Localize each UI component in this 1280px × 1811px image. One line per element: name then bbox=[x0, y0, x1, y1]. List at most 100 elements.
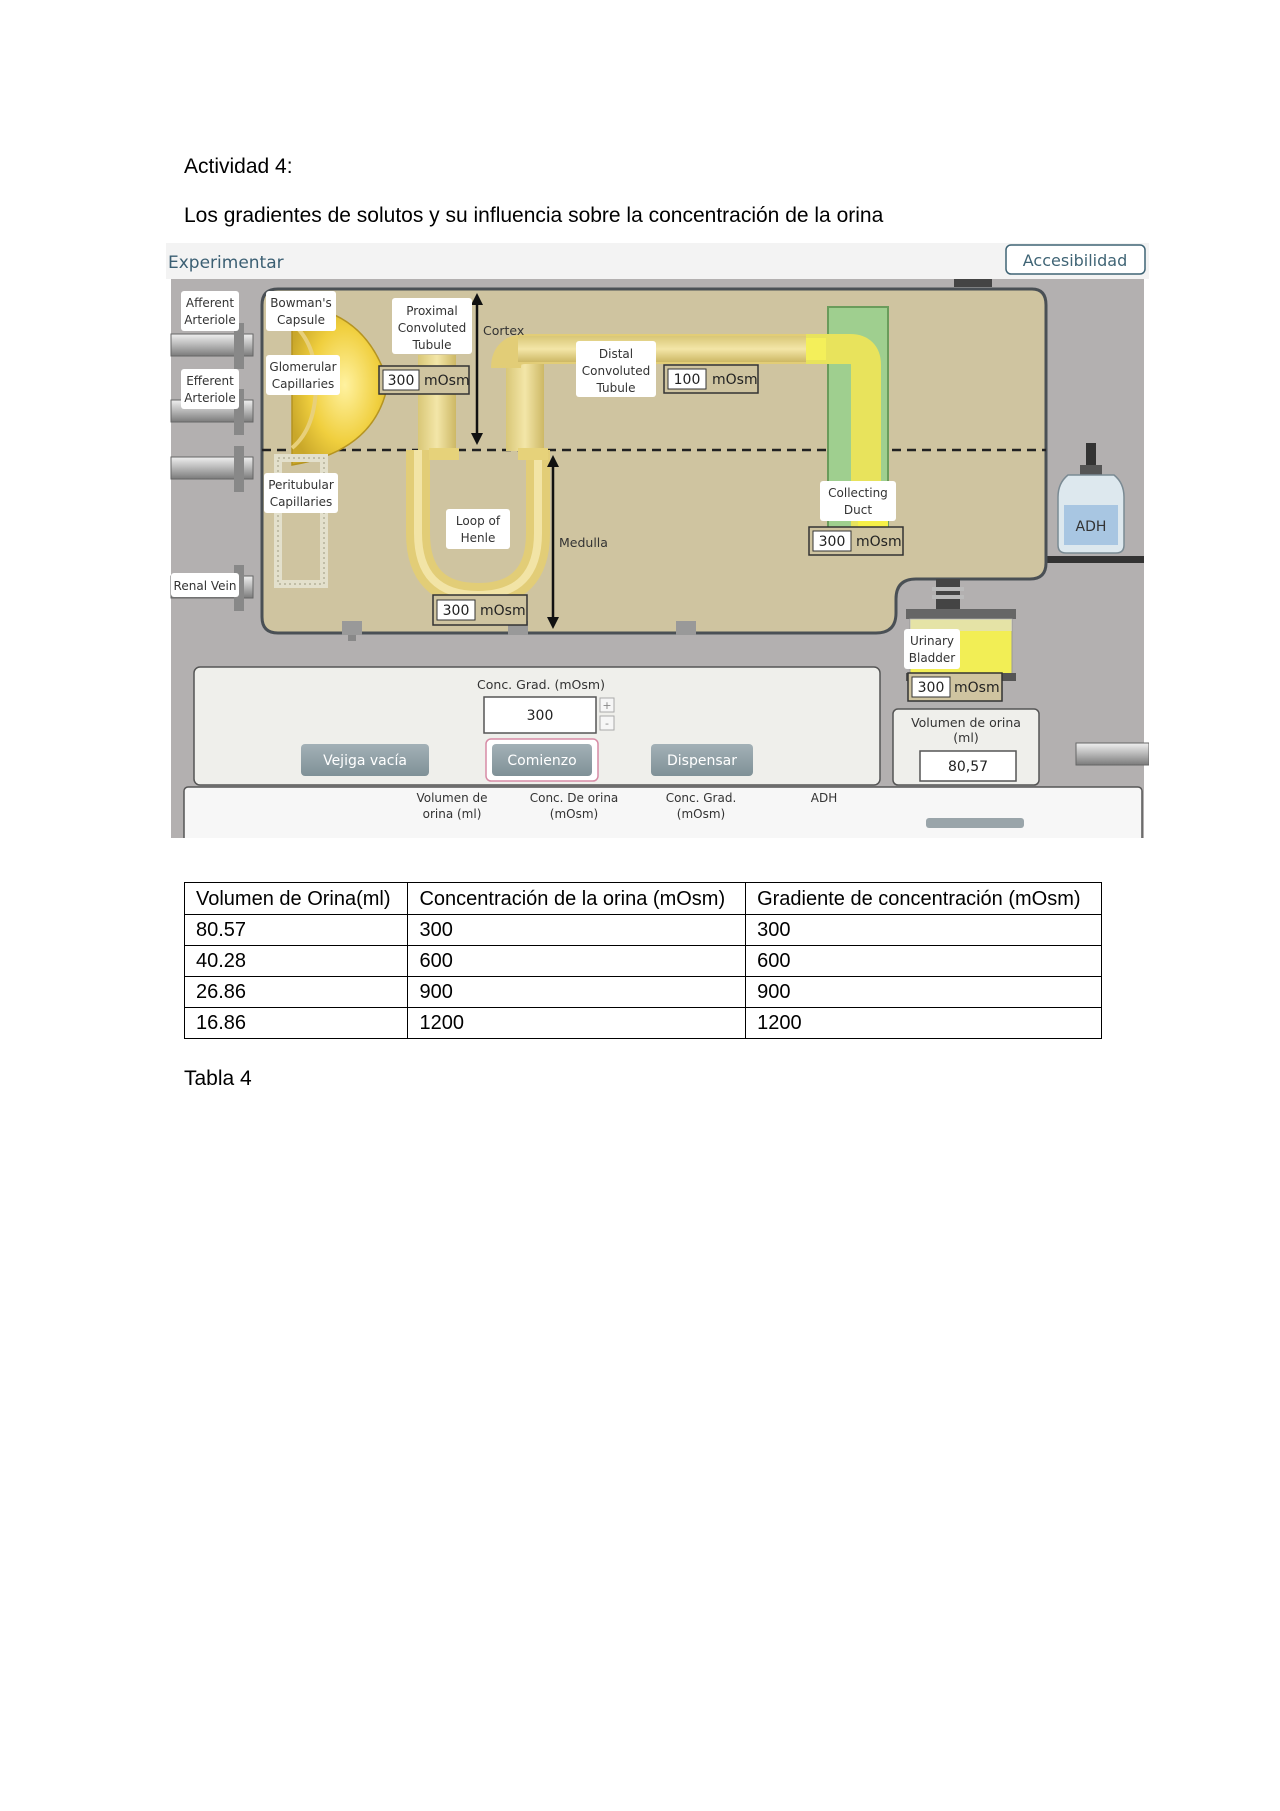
table-cell: 80.57 bbox=[183, 914, 409, 946]
svg-text:Urinary: Urinary bbox=[910, 634, 954, 648]
dispense-button[interactable]: Dispensar bbox=[651, 744, 753, 776]
results-data-table: Volumen de Orina(ml) Concentración de la… bbox=[183, 882, 1102, 1039]
efferent-arteriole-label: Efferent Arteriole bbox=[181, 369, 239, 409]
start-button[interactable]: Comienzo bbox=[485, 738, 599, 782]
svg-text:Capillaries: Capillaries bbox=[272, 377, 335, 391]
bladder-readout: 300 mOsm bbox=[907, 672, 1003, 702]
urinary-bladder-label: Urinary Bladder bbox=[904, 629, 960, 669]
activity-subtitle: Los gradientes de solutos y su influenci… bbox=[184, 204, 884, 227]
results-table bbox=[183, 786, 1143, 838]
svg-text:Renal Vein: Renal Vein bbox=[174, 579, 237, 593]
bowmans-capsule-label: Bowman's Capsule bbox=[266, 291, 336, 331]
svg-text:Vejiga vacía: Vejiga vacía bbox=[323, 753, 407, 769]
accessibility-button-label: Accesibilidad bbox=[1023, 251, 1128, 270]
activity-heading: Actividad 4: bbox=[184, 155, 293, 178]
table-header-row: Volumen de Orina(ml) Concentración de la… bbox=[183, 882, 1102, 915]
svg-text:Capillaries: Capillaries bbox=[270, 495, 333, 509]
table-cell: 40.28 bbox=[183, 945, 409, 977]
svg-text:100: 100 bbox=[674, 372, 701, 388]
table-cell: 900 bbox=[407, 976, 747, 1008]
table-header-cell: Concentración de la orina (mOsm) bbox=[407, 882, 747, 915]
svg-text:Tubule: Tubule bbox=[595, 381, 635, 395]
table-cell: 300 bbox=[745, 914, 1102, 946]
svg-text:300: 300 bbox=[443, 603, 470, 619]
svg-text:Comienzo: Comienzo bbox=[507, 753, 576, 769]
table-header-cell: Volumen de Orina(ml) bbox=[183, 882, 409, 915]
svg-text:Conc. Grad.: Conc. Grad. bbox=[666, 791, 737, 805]
svg-text:Convoluted: Convoluted bbox=[582, 364, 650, 378]
table-cell: 600 bbox=[407, 945, 747, 977]
svg-text:Tubule: Tubule bbox=[411, 338, 451, 352]
svg-text:mOsm: mOsm bbox=[424, 373, 470, 389]
svg-text:Henle: Henle bbox=[461, 531, 496, 545]
svg-text:-: - bbox=[605, 717, 609, 730]
table-row: 26.86 900 900 bbox=[183, 976, 1102, 1008]
svg-text:Distal: Distal bbox=[599, 347, 633, 361]
table-cell: 26.86 bbox=[183, 976, 409, 1008]
svg-text:Convoluted: Convoluted bbox=[398, 321, 466, 335]
svg-text:(ml): (ml) bbox=[953, 730, 978, 745]
conc-grad-increment[interactable]: + bbox=[599, 697, 615, 713]
svg-text:+: + bbox=[602, 699, 611, 712]
svg-text:Collecting: Collecting bbox=[828, 486, 888, 500]
adh-bottle[interactable]: ADH bbox=[1057, 443, 1125, 554]
loop-of-henle-label: Loop of Henle bbox=[446, 509, 510, 549]
svg-text:mOsm: mOsm bbox=[856, 534, 902, 550]
distal-tubule-label: Distal Convoluted Tubule bbox=[576, 341, 656, 397]
table-row: 80.57 300 300 bbox=[183, 914, 1102, 946]
table-caption: Tabla 4 bbox=[184, 1067, 252, 1090]
svg-text:Proximal: Proximal bbox=[406, 304, 457, 318]
simulation-screenshot: Experimentar Accesibilidad bbox=[166, 243, 1149, 838]
adh-bottle-label: ADH bbox=[1076, 519, 1107, 535]
svg-text:300: 300 bbox=[527, 708, 554, 724]
svg-text:Peritubular: Peritubular bbox=[268, 478, 334, 492]
table-cell: 1200 bbox=[745, 1007, 1102, 1039]
svg-text:Volumen de orina: Volumen de orina bbox=[911, 715, 1021, 730]
proximal-readout: 300 mOsm bbox=[378, 365, 470, 395]
table-cell: 600 bbox=[745, 945, 1102, 977]
conc-grad-decrement[interactable]: - bbox=[599, 715, 615, 731]
collecting-duct-label: Collecting Duct bbox=[820, 481, 896, 521]
urine-volume-value: 80,57 bbox=[948, 759, 988, 775]
svg-text:300: 300 bbox=[918, 680, 945, 696]
svg-text:Duct: Duct bbox=[844, 503, 872, 517]
sim-header-bar bbox=[166, 243, 1149, 279]
svg-text:(mOsm): (mOsm) bbox=[677, 807, 725, 821]
svg-text:300: 300 bbox=[819, 534, 846, 550]
svg-text:Conc. De orina: Conc. De orina bbox=[530, 791, 619, 805]
table-cell: 900 bbox=[745, 976, 1102, 1008]
svg-text:mOsm: mOsm bbox=[480, 603, 526, 619]
svg-text:Dispensar: Dispensar bbox=[667, 753, 737, 769]
urine-volume-panel: Volumen de orina (ml) 80,57 bbox=[892, 708, 1040, 786]
svg-text:Volumen de: Volumen de bbox=[416, 791, 487, 805]
conc-grad-input[interactable]: 300 bbox=[483, 696, 597, 734]
collecting-readout: 300 mOsm bbox=[808, 526, 904, 556]
svg-text:Afferent: Afferent bbox=[186, 296, 235, 310]
svg-text:Glomerular: Glomerular bbox=[269, 360, 336, 374]
table-cell: 300 bbox=[407, 914, 747, 946]
svg-text:300: 300 bbox=[388, 373, 415, 389]
svg-text:Capsule: Capsule bbox=[277, 313, 325, 327]
accessibility-button[interactable]: Accesibilidad bbox=[1005, 244, 1146, 275]
table-cell: 1200 bbox=[407, 1007, 747, 1039]
peritubular-capillaries-label: Peritubular Capillaries bbox=[264, 473, 338, 513]
afferent-arteriole-label: Afferent Arteriole bbox=[181, 291, 239, 331]
svg-text:Bladder: Bladder bbox=[909, 651, 956, 665]
svg-text:mOsm: mOsm bbox=[712, 372, 758, 388]
table-row: 40.28 600 600 bbox=[183, 945, 1102, 977]
empty-bladder-button[interactable]: Vejiga vacía bbox=[301, 744, 429, 776]
svg-text:Efferent: Efferent bbox=[186, 374, 234, 388]
table-header-cell: Gradiente de concentración (mOsm) bbox=[745, 882, 1102, 915]
distal-readout: 100 mOsm bbox=[663, 364, 759, 394]
glomerular-capillaries-label: Glomerular Capillaries bbox=[266, 355, 340, 395]
table-row: 16.86 1200 1200 bbox=[183, 1007, 1102, 1039]
tab-experimentar[interactable]: Experimentar bbox=[168, 253, 284, 273]
svg-text:ADH: ADH bbox=[811, 791, 837, 805]
table-cell: 16.86 bbox=[183, 1007, 409, 1039]
svg-text:orina (ml): orina (ml) bbox=[423, 807, 482, 821]
medulla-label: Medulla bbox=[559, 535, 608, 550]
svg-text:Loop of: Loop of bbox=[456, 514, 501, 528]
svg-text:Bowman's: Bowman's bbox=[270, 296, 332, 310]
svg-text:Arteriole: Arteriole bbox=[184, 313, 236, 327]
svg-text:mOsm: mOsm bbox=[954, 680, 1000, 696]
